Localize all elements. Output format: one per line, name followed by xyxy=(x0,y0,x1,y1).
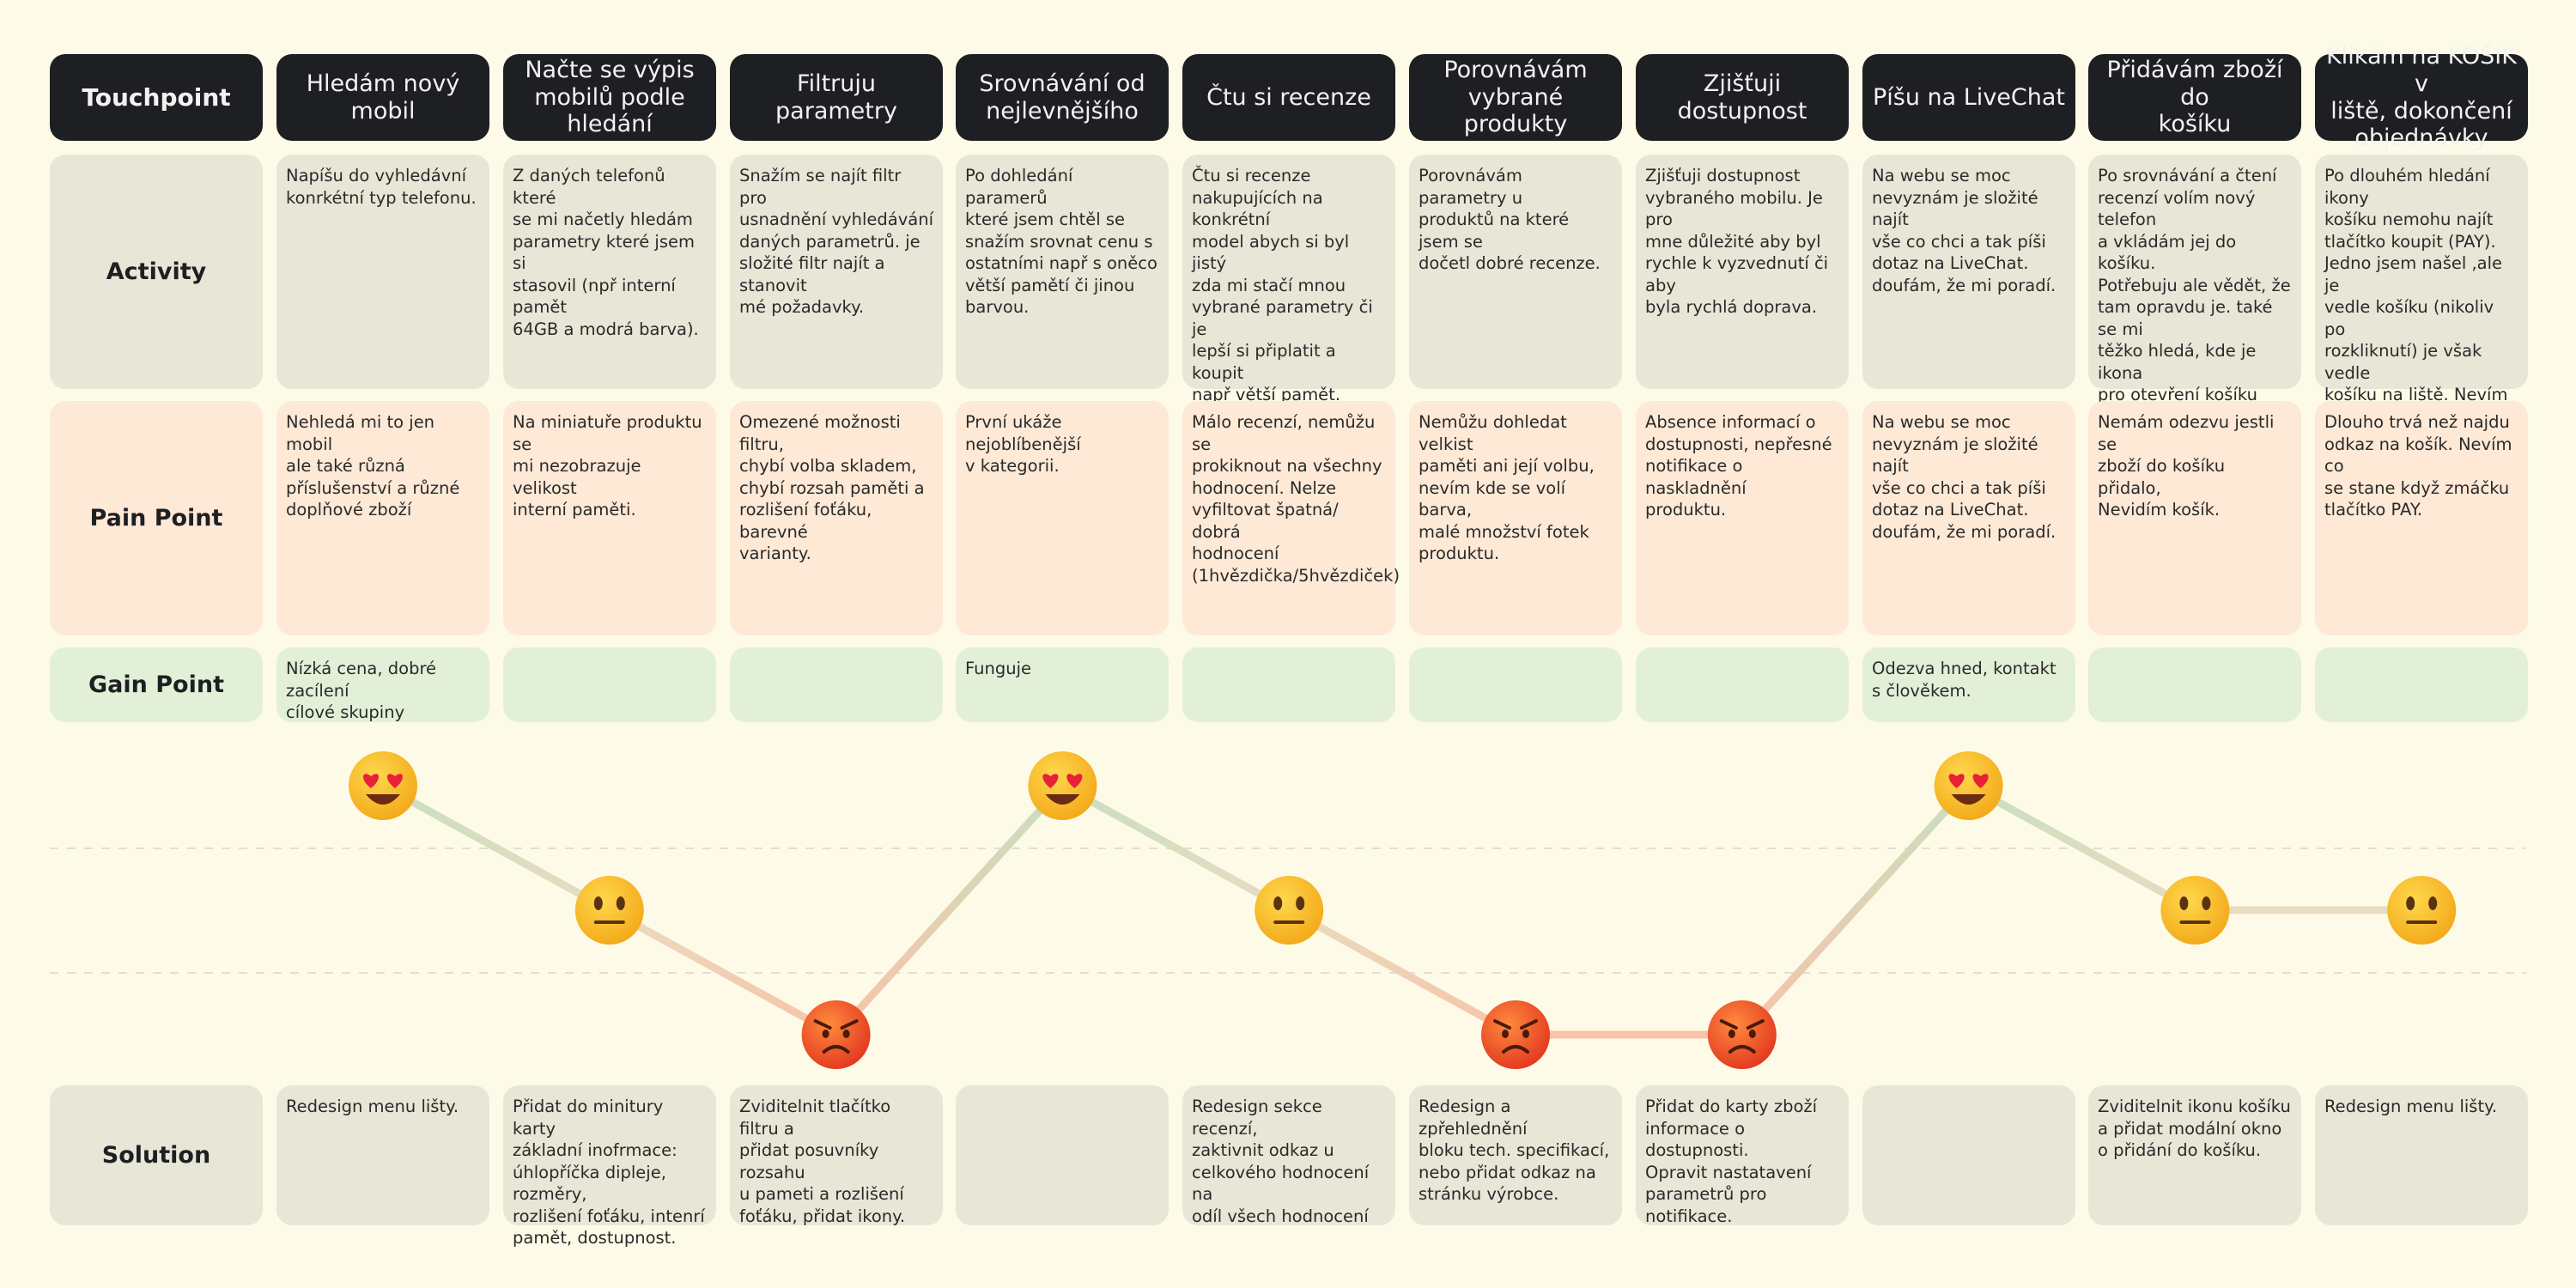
gain-cell-3 xyxy=(730,647,943,722)
touchpoint-header-5: Čtu si recenze xyxy=(1182,54,1395,141)
neutral-face-emoji-icon xyxy=(2387,876,2457,945)
touchpoint-header-10: Klikám na KOŠÍK v liště, dokončení objed… xyxy=(2315,43,2528,151)
activity-cell-7: Zjišťuji dostupnost vybraného mobilu. Je… xyxy=(1636,155,1849,389)
activity-cell-2: Z daných telefonů které se mi načetly hl… xyxy=(503,155,716,389)
touchpoint-header-3: Filtruju parametry xyxy=(730,54,943,141)
gain-cell-2 xyxy=(503,647,716,722)
curve-segment-3 xyxy=(832,781,1066,1039)
solution-cell-1: Redesign menu lišty. xyxy=(276,1085,489,1225)
activity-cell-4: Po dohledání paramerů které jsem chtěl s… xyxy=(956,155,1169,389)
solution-cell-9: Zviditelnit ikonu košíku a přidat modáln… xyxy=(2088,1085,2301,1225)
gain-cell-10 xyxy=(2315,647,2528,722)
activity-cell-8: Na webu se moc nevyznám je složité najít… xyxy=(1862,155,2075,389)
activity-cell-5: Čtu si recenze nakupujících na konkrétní… xyxy=(1182,155,1395,404)
gain-cell-5 xyxy=(1182,647,1395,722)
gain-cell-9 xyxy=(2088,647,2301,722)
pain-cell-8: Na webu se moc nevyznám je složité najít… xyxy=(1862,401,2075,635)
heart-eyes-emoji-icon xyxy=(349,751,417,820)
curve-segment-5 xyxy=(1285,906,1520,1039)
gain-cell-4: Funguje xyxy=(956,647,1169,722)
pain-cell-10: Dlouho trvá než najdu odkaz na košík. Ne… xyxy=(2315,401,2528,635)
angry-face-emoji-icon xyxy=(801,1000,871,1069)
row-label-touchpoint: Touchpoint xyxy=(50,54,263,141)
touchpoint-header-8: Píšu na LiveChat xyxy=(1862,54,2075,141)
touchpoint-header-4: Srovnávání od nejlevnějšího xyxy=(956,54,1169,141)
row-label-solution: Solution xyxy=(50,1085,263,1225)
neutral-face-emoji-icon xyxy=(574,876,644,945)
pain-cell-3: Omezené možnosti filtru, chybí volba skl… xyxy=(730,401,943,635)
solution-cell-3: Zviditelnit tlačítko filtru a přidat pos… xyxy=(730,1085,943,1226)
heart-eyes-emoji-icon xyxy=(1028,751,1097,820)
touchpoint-header-9: Přidávám zboží do košíku xyxy=(2088,54,2301,141)
row-label-activity: Activity xyxy=(50,155,263,389)
activity-cell-3: Snažím se najít filtr pro usnadnění vyhl… xyxy=(730,155,943,389)
gain-cell-8: Odezva hned, kontakt s člověkem. xyxy=(1862,647,2075,722)
pain-cell-9: Nemám odezvu jestli se zboží do košíku p… xyxy=(2088,401,2301,635)
curve-segment-1 xyxy=(379,781,614,914)
neutral-face-emoji-icon xyxy=(2160,876,2230,945)
gain-cell-7 xyxy=(1636,647,1849,722)
curve-segment-4 xyxy=(1058,781,1293,914)
pain-cell-2: Na miniatuře produktu se mi nezobrazuje … xyxy=(503,401,716,635)
solution-cell-7: Přidat do karty zboží informace o dostup… xyxy=(1636,1085,1849,1226)
angry-face-emoji-icon xyxy=(1707,1000,1777,1069)
pain-cell-4: První ukáže nejoblíbenější v kategorii. xyxy=(956,401,1169,635)
pain-cell-7: Absence informací o dostupnosti, nepřesn… xyxy=(1636,401,1849,635)
activity-cell-1: Napíšu do vyhledávní konrkétní typ telef… xyxy=(276,155,489,389)
curve-segment-8 xyxy=(1965,781,2199,914)
curve-segment-2 xyxy=(605,906,841,1039)
neutral-face-emoji-icon xyxy=(1255,876,1324,945)
solution-cell-5: Redesign sekce recenzí, zaktivnit odkaz … xyxy=(1182,1085,1395,1226)
solution-cell-10: Redesign menu lišty. xyxy=(2315,1085,2528,1225)
angry-face-emoji-icon xyxy=(1481,1000,1550,1069)
touchpoint-header-7: Zjišťuji dostupnost xyxy=(1636,54,1849,141)
heart-eyes-emoji-icon xyxy=(1934,751,2003,820)
row-label-pain: Pain Point xyxy=(50,401,263,635)
solution-cell-8 xyxy=(1862,1085,2075,1225)
solution-cell-4 xyxy=(956,1085,1169,1225)
pain-cell-5: Málo recenzí, nemůžu se prokiknout na vš… xyxy=(1182,401,1400,635)
row-label-gain: Gain Point xyxy=(50,647,263,722)
touchpoint-header-1: Hledám nový mobil xyxy=(276,54,489,141)
solution-cell-6: Redesign a zpřehlednění bloku tech. spec… xyxy=(1409,1085,1622,1225)
curve-segment-7 xyxy=(1738,781,1973,1039)
pain-cell-6: Nemůžu dohledat velkist paměti ani její … xyxy=(1409,401,1622,635)
solution-cell-2: Přidat do minitury karty základní inofrm… xyxy=(503,1085,716,1248)
pain-cell-1: Nehledá mi to jen mobil ale také různá p… xyxy=(276,401,489,635)
gain-cell-6 xyxy=(1409,647,1622,722)
touchpoint-header-2: Načte se výpis mobilů podle hledání xyxy=(503,54,716,141)
gain-cell-1: Nízká cena, dobré zacílení cílové skupin… xyxy=(276,647,489,722)
activity-cell-6: Porovnávám parametry u produktů na které… xyxy=(1409,155,1622,389)
touchpoint-header-6: Porovnávám vybrané produkty xyxy=(1409,54,1622,141)
